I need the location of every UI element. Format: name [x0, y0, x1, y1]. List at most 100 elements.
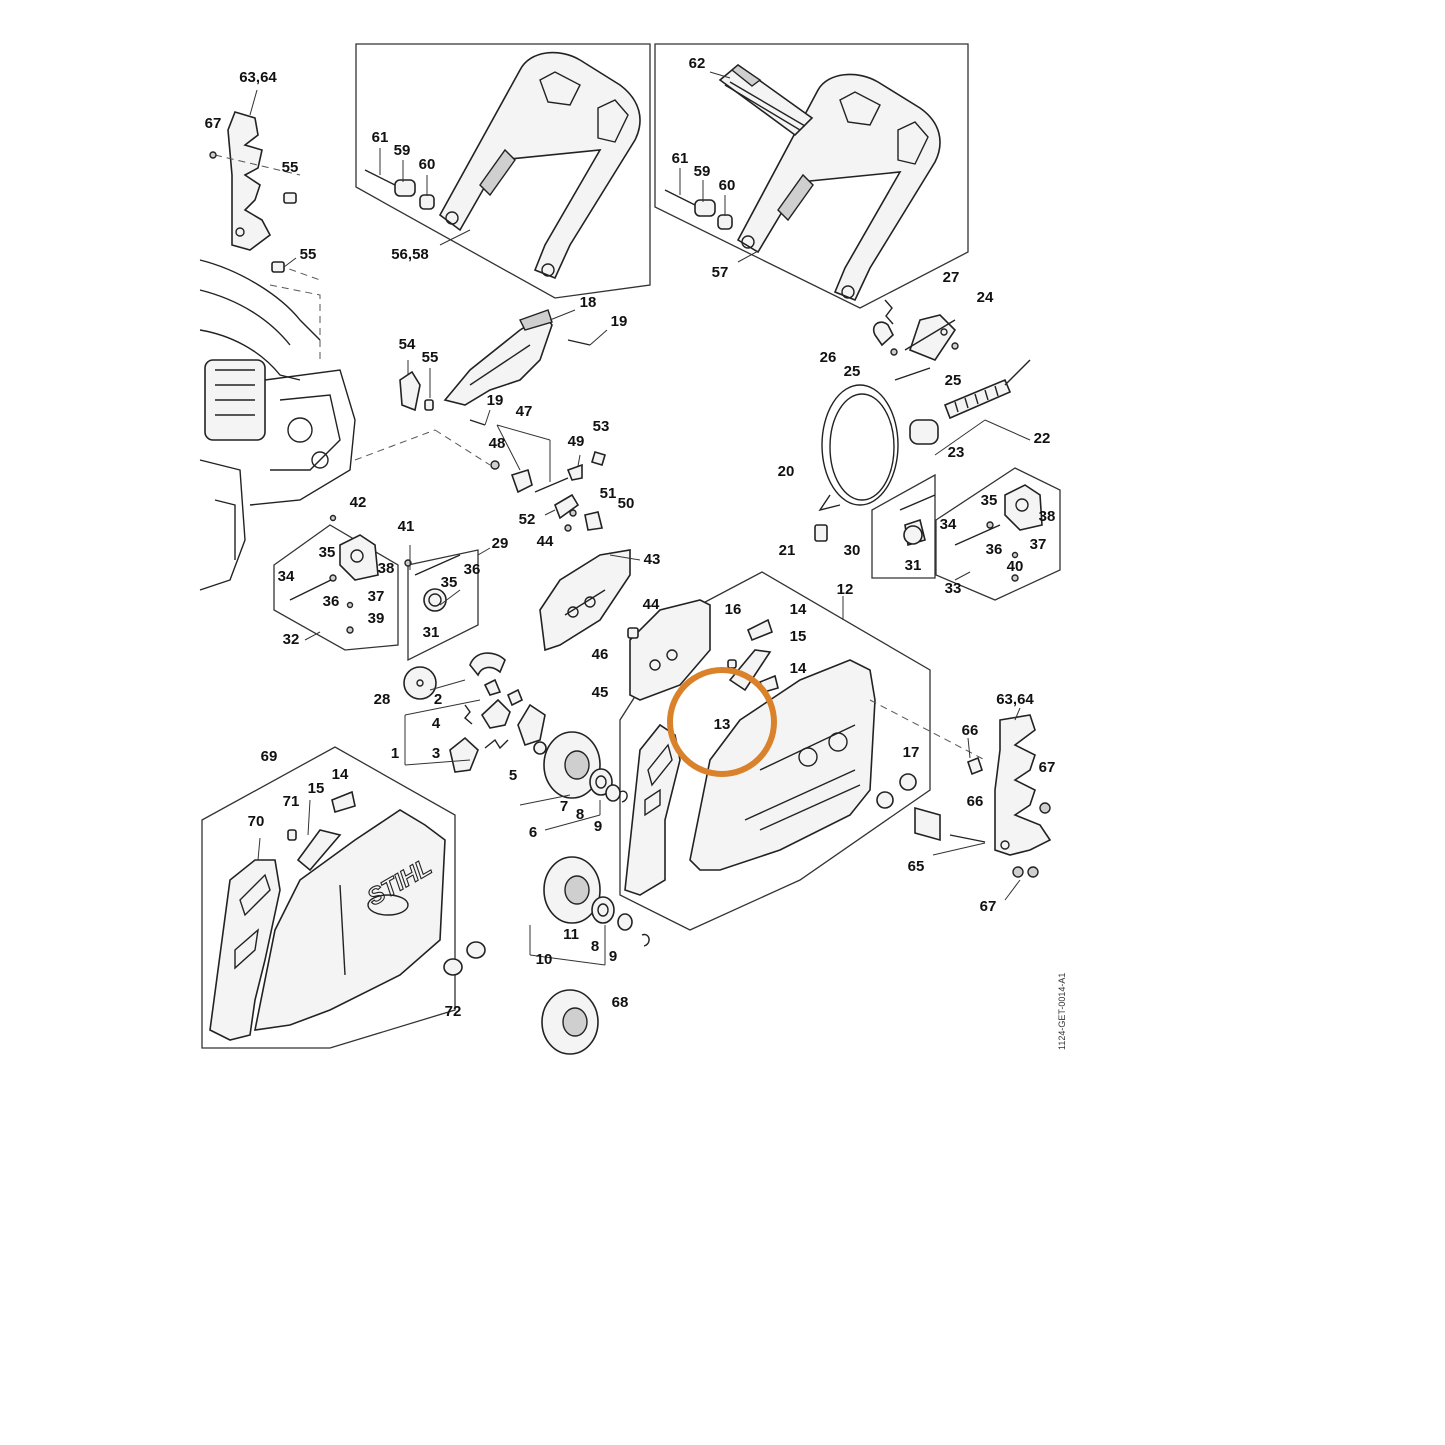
part-label: 56,58 — [391, 246, 429, 263]
part-label: 31 — [905, 557, 922, 574]
part-label: 16 — [725, 601, 742, 618]
part-label: 46 — [592, 646, 609, 663]
oil-pump-group-32 — [289, 514, 379, 641]
saw-body-illustration — [199, 259, 356, 591]
part-label: 3 — [432, 745, 440, 762]
part-label: 44 — [537, 533, 554, 550]
part-label: 60 — [719, 177, 736, 194]
part-label: 30 — [844, 542, 861, 559]
part-label: 8 — [591, 938, 599, 955]
part-label: 51 — [600, 485, 617, 502]
part-label: 47 — [516, 403, 533, 420]
part-label: 37 — [368, 588, 385, 605]
part-label: 52 — [519, 511, 536, 528]
part-label: 43 — [644, 551, 661, 568]
part-label: 17 — [903, 744, 920, 761]
part-label: 25 — [945, 372, 962, 389]
part-label: 14 — [790, 660, 807, 677]
part-label: 61 — [372, 129, 389, 146]
part-label: 62 — [689, 55, 706, 72]
part-label: 57 — [712, 264, 729, 281]
oil-pump-box-32 — [273, 524, 399, 651]
chain-catcher-bracket-top — [209, 89, 321, 281]
part-label: 71 — [283, 793, 300, 810]
part-label: 28 — [374, 691, 391, 708]
part-label: 55 — [300, 246, 317, 263]
part-label: 67 — [980, 898, 997, 915]
part-label: 9 — [594, 818, 602, 835]
oil-pump-box-29 — [407, 549, 479, 662]
chain-catcher-bracket-right — [914, 707, 1052, 901]
highlight-part-13 — [667, 667, 777, 777]
handguard-box-left — [355, 43, 651, 299]
part-label: 15 — [308, 780, 325, 797]
part-label: 63,64 — [996, 691, 1034, 708]
part-label: 29 — [492, 535, 509, 552]
part-label: 35 — [319, 544, 336, 561]
part-label: 21 — [779, 542, 796, 559]
part-label: 67 — [1039, 759, 1056, 776]
part-label: 23 — [948, 444, 965, 461]
part-label: 18 — [580, 294, 597, 311]
group-boxes — [201, 43, 1061, 1049]
part-labels: 63,64 67 55 55 61 59 60 56,58 62 61 59 6… — [205, 55, 1056, 1020]
part-label: 55 — [282, 159, 299, 176]
handguard-left — [364, 51, 641, 280]
part-label: 8 — [576, 806, 584, 823]
oil-pump-group-29 — [404, 545, 491, 612]
part-label: 31 — [423, 624, 440, 641]
part-label: 35 — [441, 574, 458, 591]
part-label: 55 — [422, 349, 439, 366]
brake-band-assembly — [814, 299, 1031, 542]
part-label: 60 — [419, 156, 436, 173]
part-label: 40 — [1007, 558, 1024, 575]
part-label: 50 — [618, 495, 635, 512]
part-label: 11 — [563, 926, 579, 943]
part-label: 38 — [378, 560, 395, 577]
part-label: 66 — [962, 722, 979, 739]
clutch-parts — [403, 652, 547, 773]
part-label: 66 — [967, 793, 984, 810]
sprocket-cover-box-69 — [201, 746, 456, 1049]
part-label: 14 — [332, 766, 349, 783]
part-label: 20 — [778, 463, 795, 480]
oil-pump-box-33 — [935, 467, 1061, 601]
part-label: 63,64 — [239, 69, 277, 86]
part-label: 36 — [986, 541, 1003, 558]
lower-sprocket-group — [529, 856, 650, 1055]
part-label: 34 — [940, 516, 957, 533]
chain-brake-lever — [354, 309, 608, 466]
part-label: 41 — [398, 518, 415, 535]
part-label: 59 — [394, 142, 411, 159]
part-label: 12 — [837, 581, 854, 598]
part-label: 9 — [609, 948, 617, 965]
part-label: 26 — [820, 349, 837, 366]
part-label: 54 — [399, 336, 416, 353]
sprocket-group — [519, 731, 628, 831]
part-label: 36 — [323, 593, 340, 610]
part-label: 70 — [248, 813, 265, 830]
part-label: 67 — [205, 115, 222, 132]
chain-tensioner-parts — [490, 424, 606, 532]
handguard-box-right — [654, 43, 969, 309]
part-label: 68 — [612, 994, 629, 1011]
cover-plates — [539, 549, 711, 701]
part-label: 53 — [593, 418, 610, 435]
sprocket-cover-box-12 — [619, 571, 931, 931]
part-label: 34 — [278, 568, 295, 585]
part-label: 22 — [1034, 430, 1051, 447]
part-label: 44 — [643, 596, 660, 613]
part-label: 19 — [611, 313, 628, 330]
part-label: 49 — [568, 433, 585, 450]
part-label: 38 — [1039, 508, 1056, 525]
oil-pump-group-30-33 — [899, 484, 1043, 582]
part-label: 33 — [945, 580, 962, 597]
part-label: 61 — [672, 150, 689, 167]
part-label: 6 — [529, 824, 537, 841]
part-label: 69 — [261, 748, 278, 765]
part-label: 4 — [432, 715, 441, 732]
part-label: 24 — [977, 289, 994, 306]
part-label: 32 — [283, 631, 300, 648]
part-label: 39 — [368, 610, 385, 627]
